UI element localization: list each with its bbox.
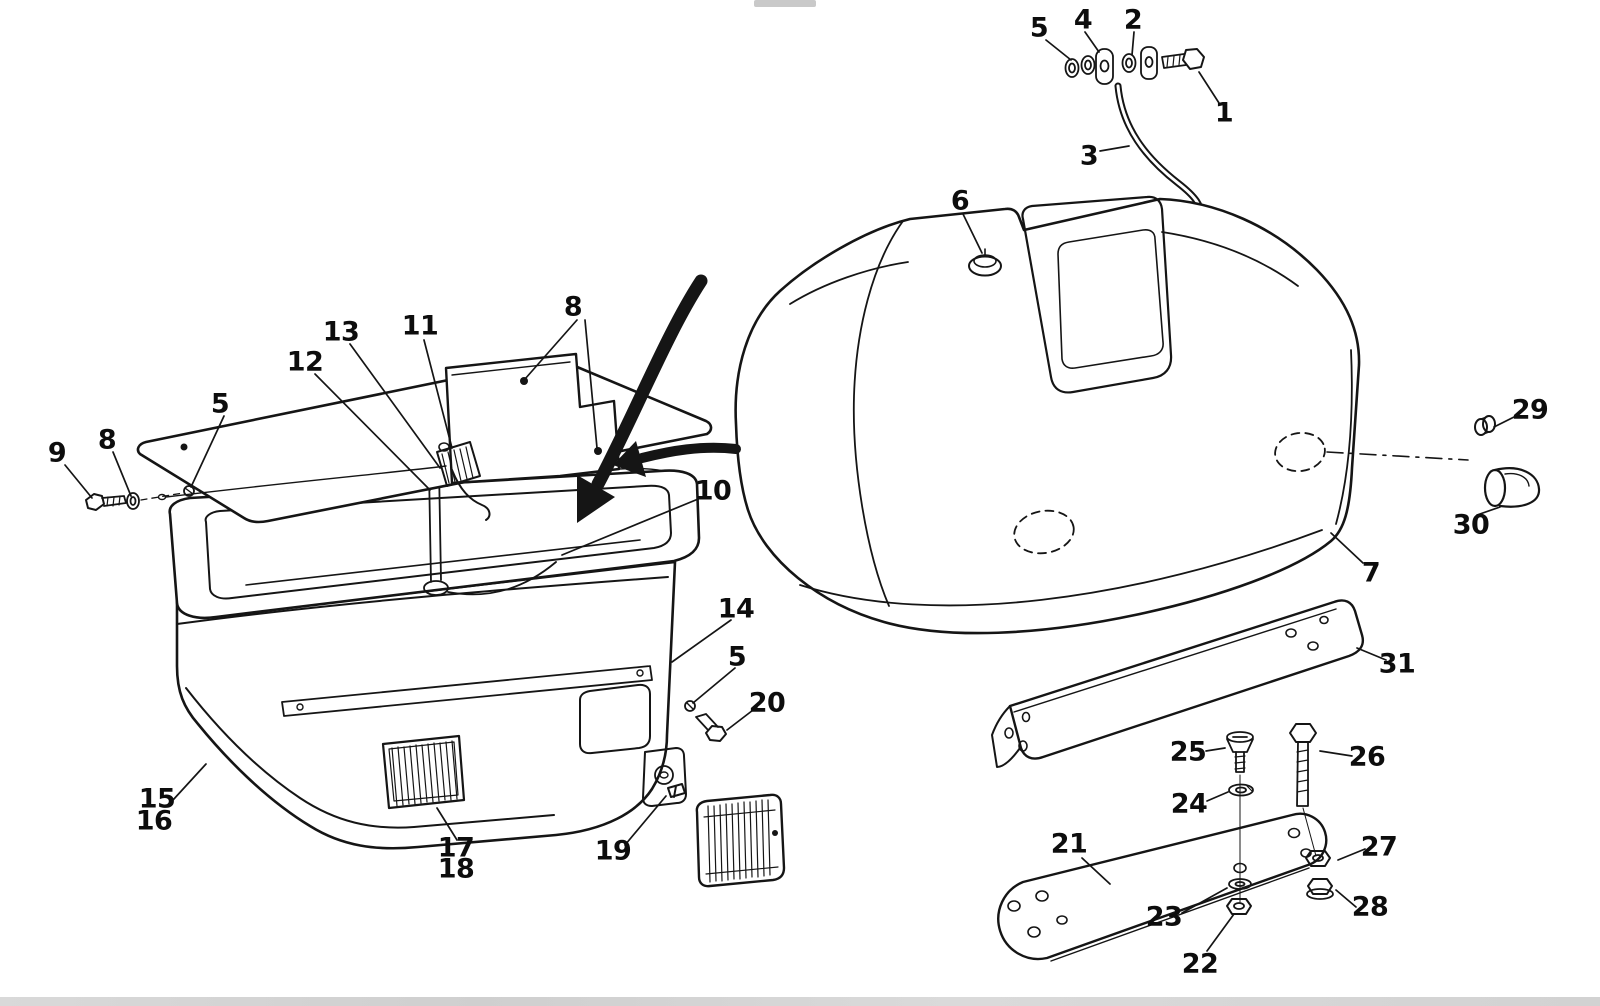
callout-label-15: 15 (138, 783, 176, 815)
mount-hole-dashed (1274, 431, 1326, 473)
callout-label-11: 11 (401, 310, 439, 342)
back-panel-drawing (436, 352, 664, 521)
callout-label-21: 21 (1050, 828, 1088, 860)
callout-label-1: 1 (1214, 97, 1234, 129)
tank-body-drawing (734, 195, 1361, 635)
callout-label-13: 13 (322, 316, 360, 348)
bolt-drawing (1161, 48, 1205, 70)
callout-label-9: 9 (47, 437, 67, 469)
callout-label-28: 28 (1351, 891, 1389, 923)
callout-label-8: 8 (563, 291, 583, 323)
callout-label-4: 4 (1073, 4, 1093, 36)
callout-label-3: 3 (1079, 140, 1099, 172)
callout-label-10: 10 (694, 475, 732, 507)
bolt-right-drawing (684, 700, 727, 742)
bolt-washer-left-drawing (85, 492, 184, 511)
horizontal-scrollbar-thumb[interactable] (754, 0, 816, 7)
callout-label-24: 24 (1170, 788, 1208, 820)
callout-label-6: 6 (950, 185, 970, 217)
vent-plate-drawing (695, 793, 786, 888)
callout-label-5: 5 (727, 641, 747, 673)
callout-label-30: 30 (1452, 509, 1490, 541)
callout-label-17: 17 (437, 832, 475, 864)
callout-label-14: 14 (717, 593, 755, 625)
callout-label-5: 5 (1029, 12, 1049, 44)
mounting-plate-drawing (997, 812, 1328, 962)
callout-label-22: 22 (1181, 948, 1219, 980)
callout-label-31: 31 (1378, 648, 1416, 680)
callout-label-20: 20 (748, 687, 786, 719)
callout-label-8: 8 (97, 424, 117, 456)
mount-hole-dashed (1013, 509, 1075, 555)
box-body-drawing (175, 560, 687, 850)
callout-label-19: 19 (594, 835, 632, 867)
filler-cap-drawing (968, 248, 1002, 277)
callout-label-27: 27 (1360, 831, 1398, 863)
bushing-drawing (1326, 415, 1541, 508)
callout-label-5: 5 (210, 388, 230, 420)
callout-label-12: 12 (286, 346, 324, 378)
fastener-stack-drawing (1064, 46, 1205, 85)
horizontal-scrollbar[interactable] (0, 997, 1600, 1006)
callout-label-26: 26 (1348, 741, 1386, 773)
callout-label-2: 2 (1123, 4, 1143, 36)
callout-leader-lines (64, 31, 1517, 952)
callout-label-16: 16 (135, 805, 173, 837)
fold-direction-arrows (577, 274, 741, 523)
vent-grille-drawing (381, 734, 466, 810)
callout-label-25: 25 (1169, 736, 1207, 768)
callout-label-7: 7 (1361, 557, 1381, 589)
fuel-line-drawing (1114, 82, 1204, 220)
callout-label-29: 29 (1511, 394, 1549, 426)
callout-label-18: 18 (437, 853, 475, 885)
callout-label-23: 23 (1145, 901, 1183, 933)
support-bracket-drawing (991, 599, 1364, 768)
screw-drawing (183, 485, 195, 497)
hardware-drawing (1226, 723, 1334, 915)
